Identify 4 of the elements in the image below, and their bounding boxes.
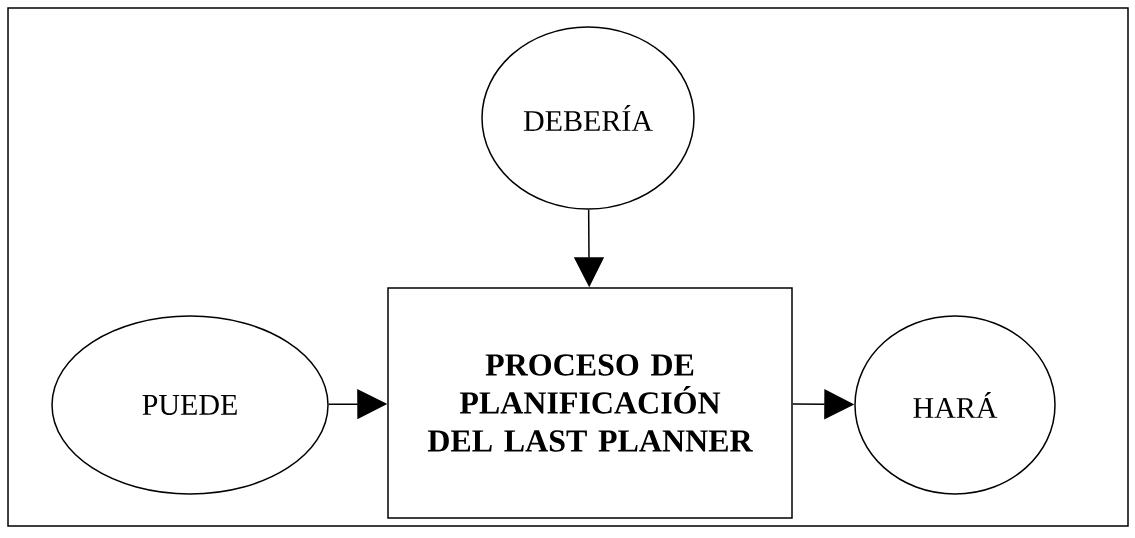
ellipse-node: DEBERÍA	[481, 26, 695, 210]
ellipse-node: HARÁ	[854, 315, 1056, 495]
process-box: PROCESO DE PLANIFICACIÓN DEL LAST PLANNER	[387, 287, 793, 519]
ellipse-node: PUEDE	[51, 315, 329, 495]
